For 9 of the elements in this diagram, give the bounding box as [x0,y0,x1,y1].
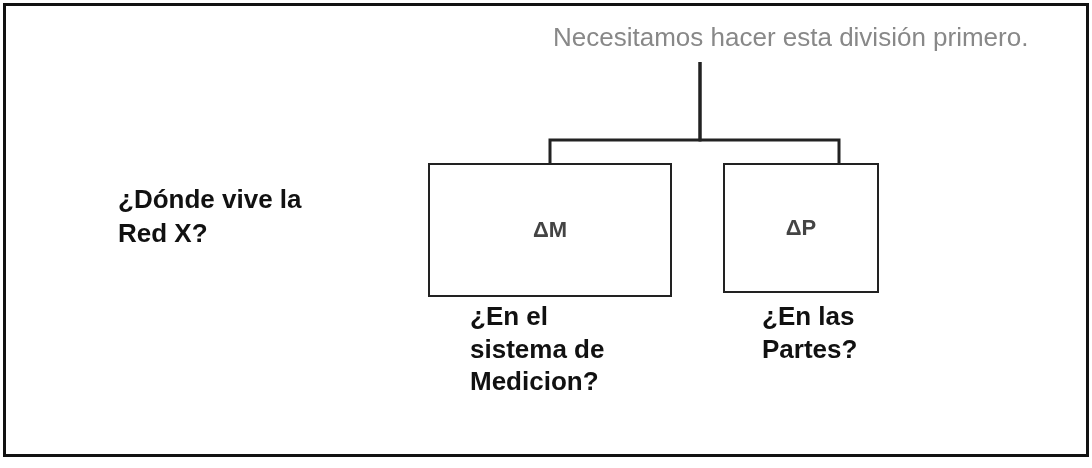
connector-line [698,62,841,163]
caption-text: ¿En el sistema de Medicion? [470,300,606,398]
box-label: ΔP [785,215,817,241]
process-box [723,163,879,293]
question-text: ¿Dónde vive la Red X? [118,183,303,250]
heading-text: Necesitamos hacer esta división primero. [553,22,1029,52]
process-box [428,163,672,297]
caption-text: ¿En las Partes? [762,300,859,365]
box-label: ΔM [532,217,568,243]
